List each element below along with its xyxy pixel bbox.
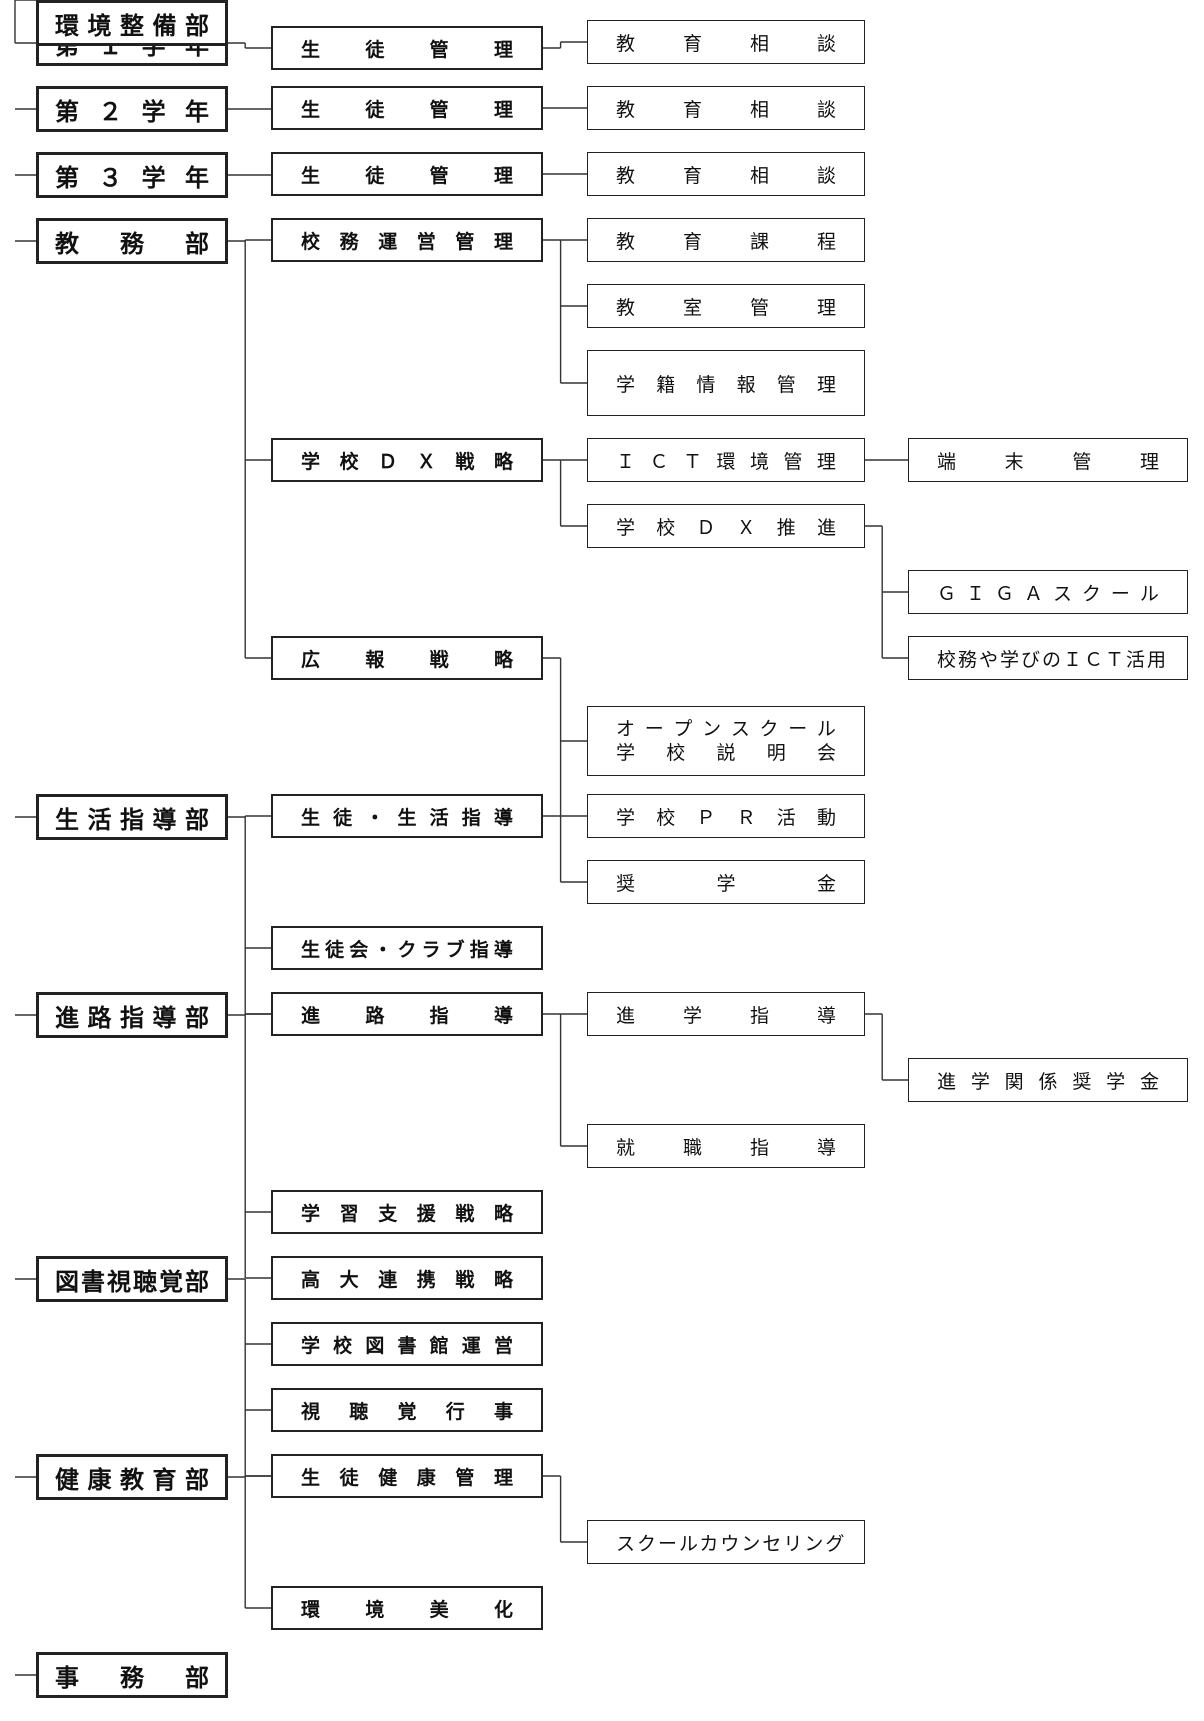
unit-box-34: 高大連携戦略 [271,1256,543,1300]
node-label: 学習支援戦略 [301,1202,513,1225]
node-label: 端末管理 [937,450,1159,473]
dept-box-35: 図書視聴覚部 [36,1256,228,1302]
unit-box-24: 生徒・生活指導 [271,794,543,838]
node-label: 校務運営管理 [301,230,513,253]
dept-box-39: 健康教育部 [36,1454,228,1500]
duty-box-41: スクールカウンセリング [587,1520,865,1564]
dept-box-23: 生活指導部 [36,794,228,840]
duty-box-21: オープンスクール学校説明会 [587,706,865,776]
duty-box-12: 教室管理 [587,284,865,328]
node-label: 就職指導 [616,1136,836,1159]
node-label: 教育相談 [616,98,836,121]
node-label: 健康教育部 [55,1465,209,1494]
duty-box-30: 進学指導 [587,992,865,1036]
node-label: 進路指導 [301,1004,513,1027]
task-box-16: 端末管理 [908,438,1188,482]
node-label: 教務部 [55,229,209,258]
node-label: 事務部 [55,1663,209,1692]
unit-box-20: 広報戦略 [271,636,543,680]
node-label: 環境美化 [301,1598,513,1621]
unit-box-26: 生徒会・クラブ指導 [271,926,543,970]
node-label: 高大連携戦略 [301,1268,513,1291]
node-label: 視聴覚行事 [301,1400,513,1423]
unit-box-7: 生徒管理 [271,152,543,196]
node-label: 生徒・生活指導 [301,806,513,829]
node-label: 生活指導部 [55,805,209,834]
duty-box-11: 教育課程 [587,218,865,262]
node-label: 環境整備部 [55,11,209,40]
node-label: 図書視聴覚部 [55,1267,209,1296]
dept-box-44: 環境整備部 [36,0,228,46]
node-label: スクールカウンセリング [616,1532,847,1555]
task-box-19: 校務や学びのＩＣＴ活用 [908,636,1188,680]
node-label: 進学関係奨学金 [937,1070,1159,1093]
task-box-31: 進学関係奨学金 [908,1058,1188,1102]
node-label: 生徒健康管理 [301,1466,513,1489]
node-label: 生徒管理 [301,38,513,61]
node-label: 教室管理 [616,296,836,319]
node-label: 進学指導 [616,1004,836,1027]
node-label: 学校図書館運営 [301,1334,513,1357]
unit-box-33: 学習支援戦略 [271,1190,543,1234]
unit-box-42: 環境美化 [271,1586,543,1630]
node-label: 生徒会・クラブ指導 [301,938,513,961]
unit-box-1: 生徒管理 [271,26,543,70]
duty-box-5: 教育相談 [587,86,865,130]
unit-box-29: 進路指導 [271,992,543,1036]
duty-box-8: 教育相談 [587,152,865,196]
node-label: 広報戦略 [301,648,513,671]
duty-box-32: 就職指導 [587,1124,865,1168]
unit-box-36: 学校図書館運営 [271,1322,543,1366]
duty-box-25: 奨学金 [587,860,865,904]
duty-box-13: 学籍情報管理 [587,350,865,416]
unit-box-10: 校務運営管理 [271,218,543,262]
node-label: 教育相談 [616,164,836,187]
dept-box-43: 事務部 [36,1652,228,1698]
node-label: 校務や学びのＩＣＴ活用 [937,648,1169,671]
node-label: 進路指導部 [55,1003,209,1032]
dept-box-28: 進路指導部 [36,992,228,1038]
node-label: 生徒管理 [301,98,513,121]
unit-box-40: 生徒健康管理 [271,1454,543,1498]
node-label: 奨学金 [616,872,836,895]
node-label: 教育相談 [616,32,836,55]
node-label: 教育課程 [616,230,836,253]
dept-box-9: 教務部 [36,218,228,264]
duty-box-2: 教育相談 [587,20,865,64]
unit-box-37: 視聴覚行事 [271,1388,543,1432]
node-label: オープンスクール [616,718,836,740]
node-label: 生徒管理 [301,164,513,187]
node-label: 学校説明会 [616,742,836,764]
unit-box-4: 生徒管理 [271,86,543,130]
node-label: 学籍情報管理 [616,373,836,396]
